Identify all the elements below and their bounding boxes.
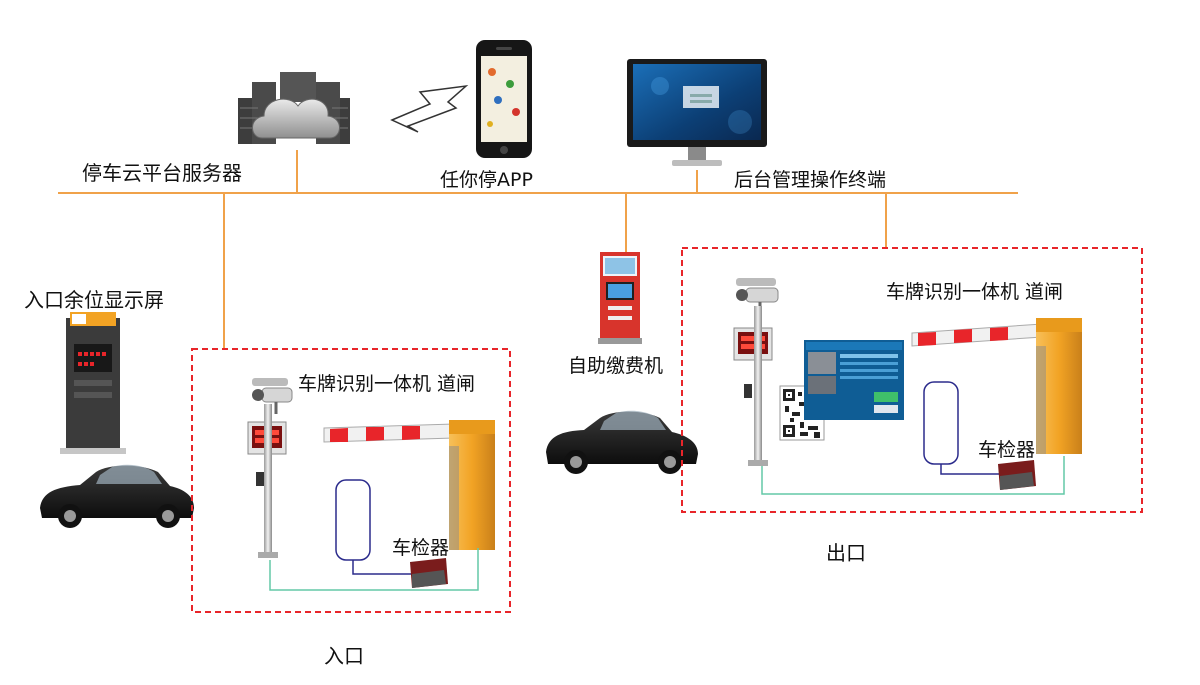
exit-barrier-gate-icon — [911, 318, 1082, 454]
exit-ground-loop — [923, 381, 959, 465]
car-icon — [546, 410, 698, 474]
backend-label: 后台管理操作终端 — [734, 169, 886, 191]
monitor-icon — [627, 59, 767, 166]
entry-pole-base — [258, 552, 278, 558]
entrance-display-label: 入口余位显示屏 — [24, 288, 164, 312]
entry-zone-border — [191, 348, 511, 613]
entry-camera-icon — [252, 378, 293, 414]
entry-barrier-gate-icon — [323, 420, 495, 550]
wireless-signal-icon — [390, 84, 469, 133]
payment-kiosk-icon — [598, 252, 642, 344]
entry-vehicle-detector-icon — [410, 558, 448, 588]
kiosk-label: 自助缴费机 — [568, 355, 663, 377]
exit-loop-wire — [940, 464, 1004, 475]
exit-pole-box — [744, 384, 752, 398]
exit-management-screen-icon — [804, 340, 904, 420]
exit-devices-label: 车牌识别一体机 道闸 — [886, 281, 1063, 303]
exit-zone-border — [681, 247, 1143, 513]
exit-detector-label: 车检器 — [978, 439, 1035, 461]
entry-ground-wire — [269, 548, 479, 591]
cloud-server-icon — [238, 72, 350, 144]
entrance-display-screen-icon — [60, 312, 126, 454]
exit-camera-icon — [736, 278, 779, 316]
network-bus — [58, 150, 1018, 348]
entrance-label: 入口 — [324, 644, 364, 668]
exit-label: 出口 — [826, 541, 866, 565]
exit-ground-wire — [761, 456, 1065, 495]
entry-pole-box — [256, 472, 264, 486]
entry-devices-label: 车牌识别一体机 道闸 — [298, 373, 475, 395]
entry-detector-label: 车检器 — [392, 537, 449, 559]
exit-pole-base — [748, 460, 768, 466]
exit-pole — [754, 306, 762, 462]
entry-ground-loop — [335, 479, 371, 561]
app-label: 任你停APP — [440, 169, 533, 191]
cloud-server-label: 停车云平台服务器 — [82, 161, 242, 185]
smartphone-icon — [476, 40, 532, 158]
entry-pole — [264, 404, 272, 554]
exit-led-display-icon — [733, 327, 773, 361]
car-icon — [40, 464, 194, 528]
exit-vehicle-detector-icon — [998, 460, 1036, 490]
entry-loop-wire — [352, 560, 416, 575]
